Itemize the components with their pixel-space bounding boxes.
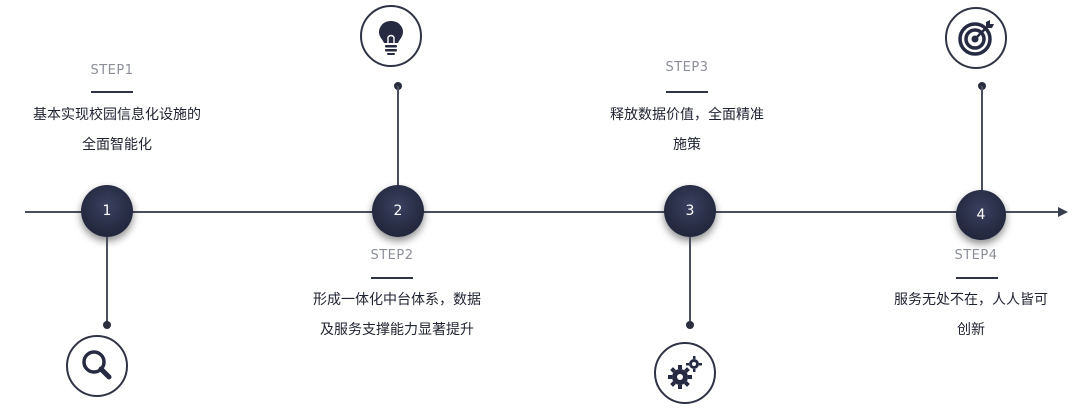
step-1-icon-badge — [66, 335, 128, 397]
step-3-label: STEP3 — [665, 60, 709, 75]
step-4-description: 服务无处不在，人人皆可 创新 — [851, 285, 1080, 345]
lightbulb-icon — [379, 21, 403, 55]
step-4-icon-badge — [945, 7, 1007, 69]
step-4-connector — [981, 86, 983, 190]
step-1-rule — [91, 91, 133, 93]
step-4-desc-line-1: 服务无处不在，人人皆可 — [894, 292, 1048, 308]
step-2-rule — [371, 277, 413, 279]
timeline-axis — [25, 211, 1060, 213]
step-1-node: 1 — [81, 185, 133, 237]
step-1-description: 基本实现校园信息化设施的 全面智能化 — [0, 100, 237, 160]
step-1-label: STEP1 — [90, 63, 134, 78]
step-4-rule — [956, 277, 998, 279]
step-3-rule — [666, 91, 708, 93]
step-2-desc-line-1: 形成一体化中台体系，数据 — [313, 292, 481, 308]
step-1-connector — [106, 237, 108, 325]
step-3-icon-badge — [654, 342, 716, 404]
step-2-connector — [397, 86, 399, 186]
step-2-node: 2 — [372, 185, 424, 237]
step-2-description: 形成一体化中台体系，数据 及服务支撑能力显著提升 — [277, 285, 517, 345]
step-4-label: STEP4 — [954, 248, 998, 263]
step-1-desc-line-1: 基本实现校园信息化设施的 — [33, 107, 201, 123]
step-3-desc-line-1: 释放数据价值，全面精准 — [610, 107, 764, 123]
target-icon — [958, 20, 994, 56]
step-3-connector — [689, 237, 691, 325]
magnifier-icon — [82, 350, 112, 380]
step-3-node: 3 — [664, 185, 716, 237]
step-1-connector-dot — [103, 321, 111, 329]
step-2-desc-line-2: 及服务支撑能力显著提升 — [320, 322, 474, 338]
step-2-label: STEP2 — [370, 248, 414, 263]
step-4-desc-line-2: 创新 — [957, 322, 985, 338]
step-3-connector-dot — [686, 321, 694, 329]
step-3-desc-line-2: 施策 — [673, 137, 701, 153]
step-1-desc-line-2: 全面智能化 — [82, 137, 152, 153]
step-4-node: 4 — [956, 190, 1006, 240]
step-2-icon-badge — [360, 5, 422, 67]
timeline-arrowhead — [1058, 207, 1068, 217]
gears-icon — [668, 356, 702, 389]
step-3-description: 释放数据价值，全面精准 施策 — [567, 100, 807, 160]
